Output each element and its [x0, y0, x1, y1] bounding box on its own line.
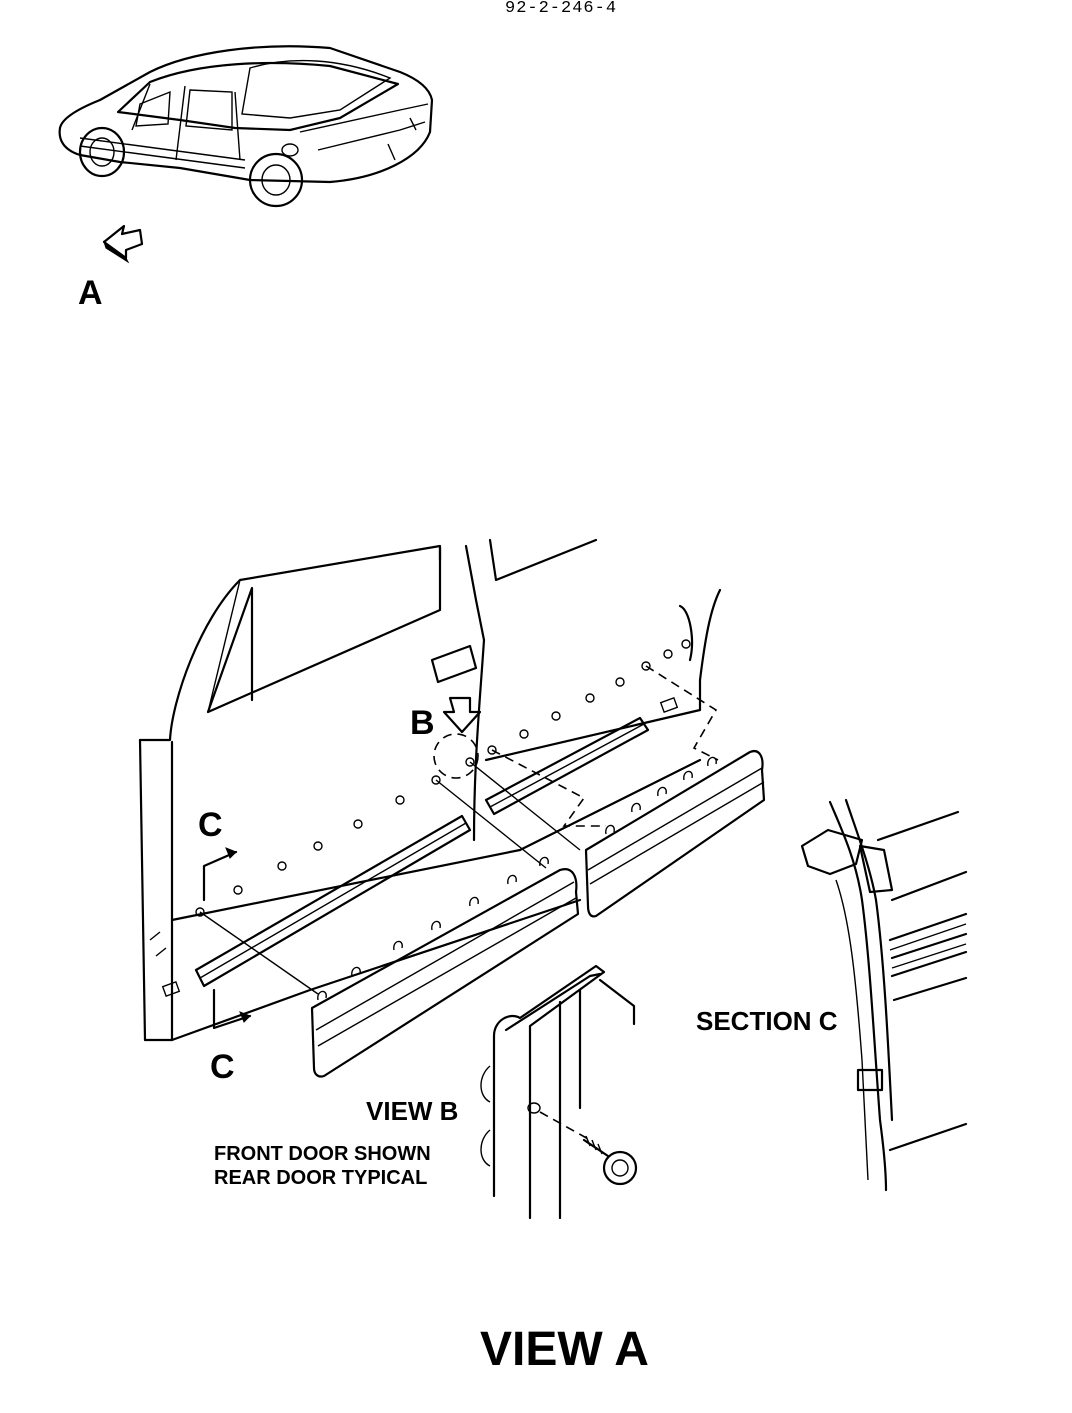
section-c-lower-label: C — [210, 1048, 235, 1086]
view-b-direction-arrow — [442, 696, 482, 734]
view-b-detail-illustration — [480, 964, 638, 1220]
view-a-title: VIEW A — [480, 1323, 649, 1376]
section-c-upper-label: C — [198, 806, 223, 844]
view-a-direction-arrow — [102, 224, 144, 264]
view-a-pointer-label: A — [78, 274, 103, 312]
section-c-detail-illustration — [800, 798, 968, 1192]
note-line-2: REAR DOOR TYPICAL — [214, 1167, 428, 1189]
section-c-title: SECTION C — [696, 1006, 838, 1036]
view-b-pointer-label: B — [410, 704, 435, 742]
view-b-title: VIEW B — [366, 1096, 459, 1126]
note-line-1: FRONT DOOR SHOWN — [214, 1143, 431, 1165]
door-assembly-illustration — [138, 538, 766, 1078]
document-id: 92-2-246-4 — [505, 0, 618, 18]
car-overview-illustration — [58, 45, 434, 208]
